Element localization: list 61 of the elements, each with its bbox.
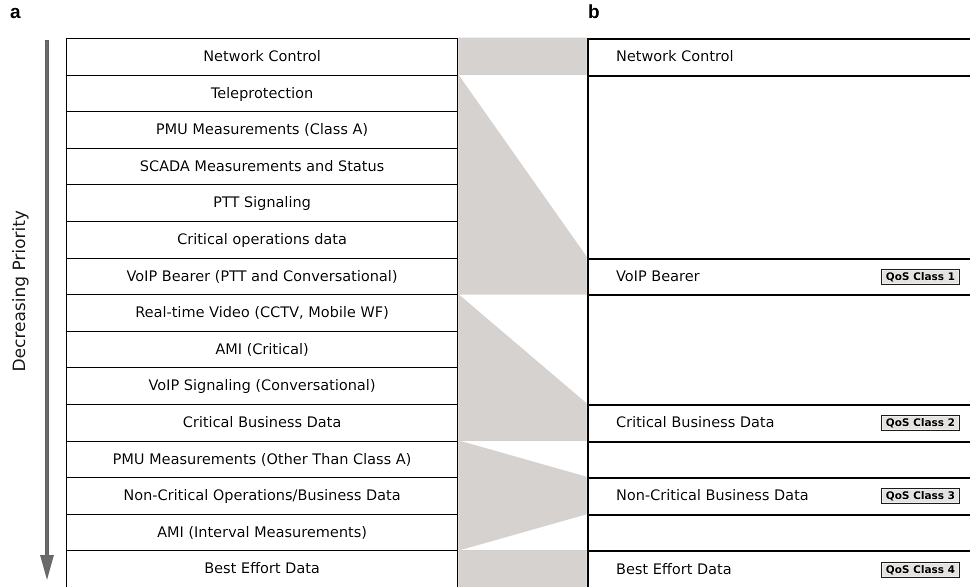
category-label: AMI (Interval Measurements) [157,524,367,541]
category-label: Critical operations data [177,232,347,248]
mapping-band [458,440,588,490]
mapping-band [458,220,588,289]
category-label: Non-Critical Operations/Business Data [123,488,401,504]
category-row [66,440,458,479]
category-label: Teleprotection [210,86,314,102]
category-row [66,111,458,150]
category-label: SCADA Measurements and Status [140,158,384,175]
axis-label: Decreasing Priority [10,210,30,372]
mapping-band [458,476,588,514]
mapping-band [458,330,588,423]
qos-badge: QoS Class 1 [880,268,960,285]
category-label: Network Control [203,49,321,66]
class-row [587,258,970,296]
category-row [66,514,458,552]
class-label: Network Control [616,49,734,66]
mapping-band [458,404,588,441]
mapping-band [458,293,588,414]
mapping-band [458,501,588,551]
qos-badge: QoS Class 3 [880,488,960,504]
mapping-band [458,73,588,265]
mapping-band [458,38,588,75]
class-label: Critical Business Data [616,415,774,432]
class-label: Best Effort Data [616,562,732,578]
mapping-band [458,257,588,295]
category-label: PMU Measurements (Other Than Class A) [112,452,412,468]
class-row [587,38,970,77]
category-row [66,74,458,113]
category-row [66,258,458,296]
mapping-band [458,550,588,587]
category-row [66,221,458,260]
category-row [66,367,458,406]
mapping-band [458,110,588,271]
mapping-band [458,184,588,283]
category-row [66,38,458,76]
class-row [587,404,970,443]
category-label: VoIP Signaling (Conversational) [148,378,376,394]
mapping-band [458,366,588,432]
panel-letter: b [588,2,600,24]
category-row [66,477,458,516]
class-label: Non-Critical Business Data [616,488,809,504]
category-row [66,404,458,442]
category-label: Real-time Video (CCTV, Mobile WF) [135,305,389,322]
category-label: AMI (Critical) [215,342,309,358]
category-label: Critical Business Data [182,415,342,432]
qos-badge: QoS Class 2 [880,415,960,432]
panel-letter: a [10,2,21,24]
category-row [66,148,458,186]
class-row [587,477,970,516]
category-row [66,184,458,222]
mapping-band [458,146,588,277]
category-label: PTT Signaling [213,195,311,212]
category-row [66,550,458,587]
category-label: VoIP Bearer (PTT and Conversational) [126,268,398,285]
category-row [66,330,458,369]
category-row [66,294,458,332]
category-label: PMU Measurements (Class A) [156,122,368,138]
class-label: VoIP Bearer [616,268,700,285]
qos-badge: QoS Class 4 [880,562,960,578]
category-label: Best Effort Data [204,561,320,578]
